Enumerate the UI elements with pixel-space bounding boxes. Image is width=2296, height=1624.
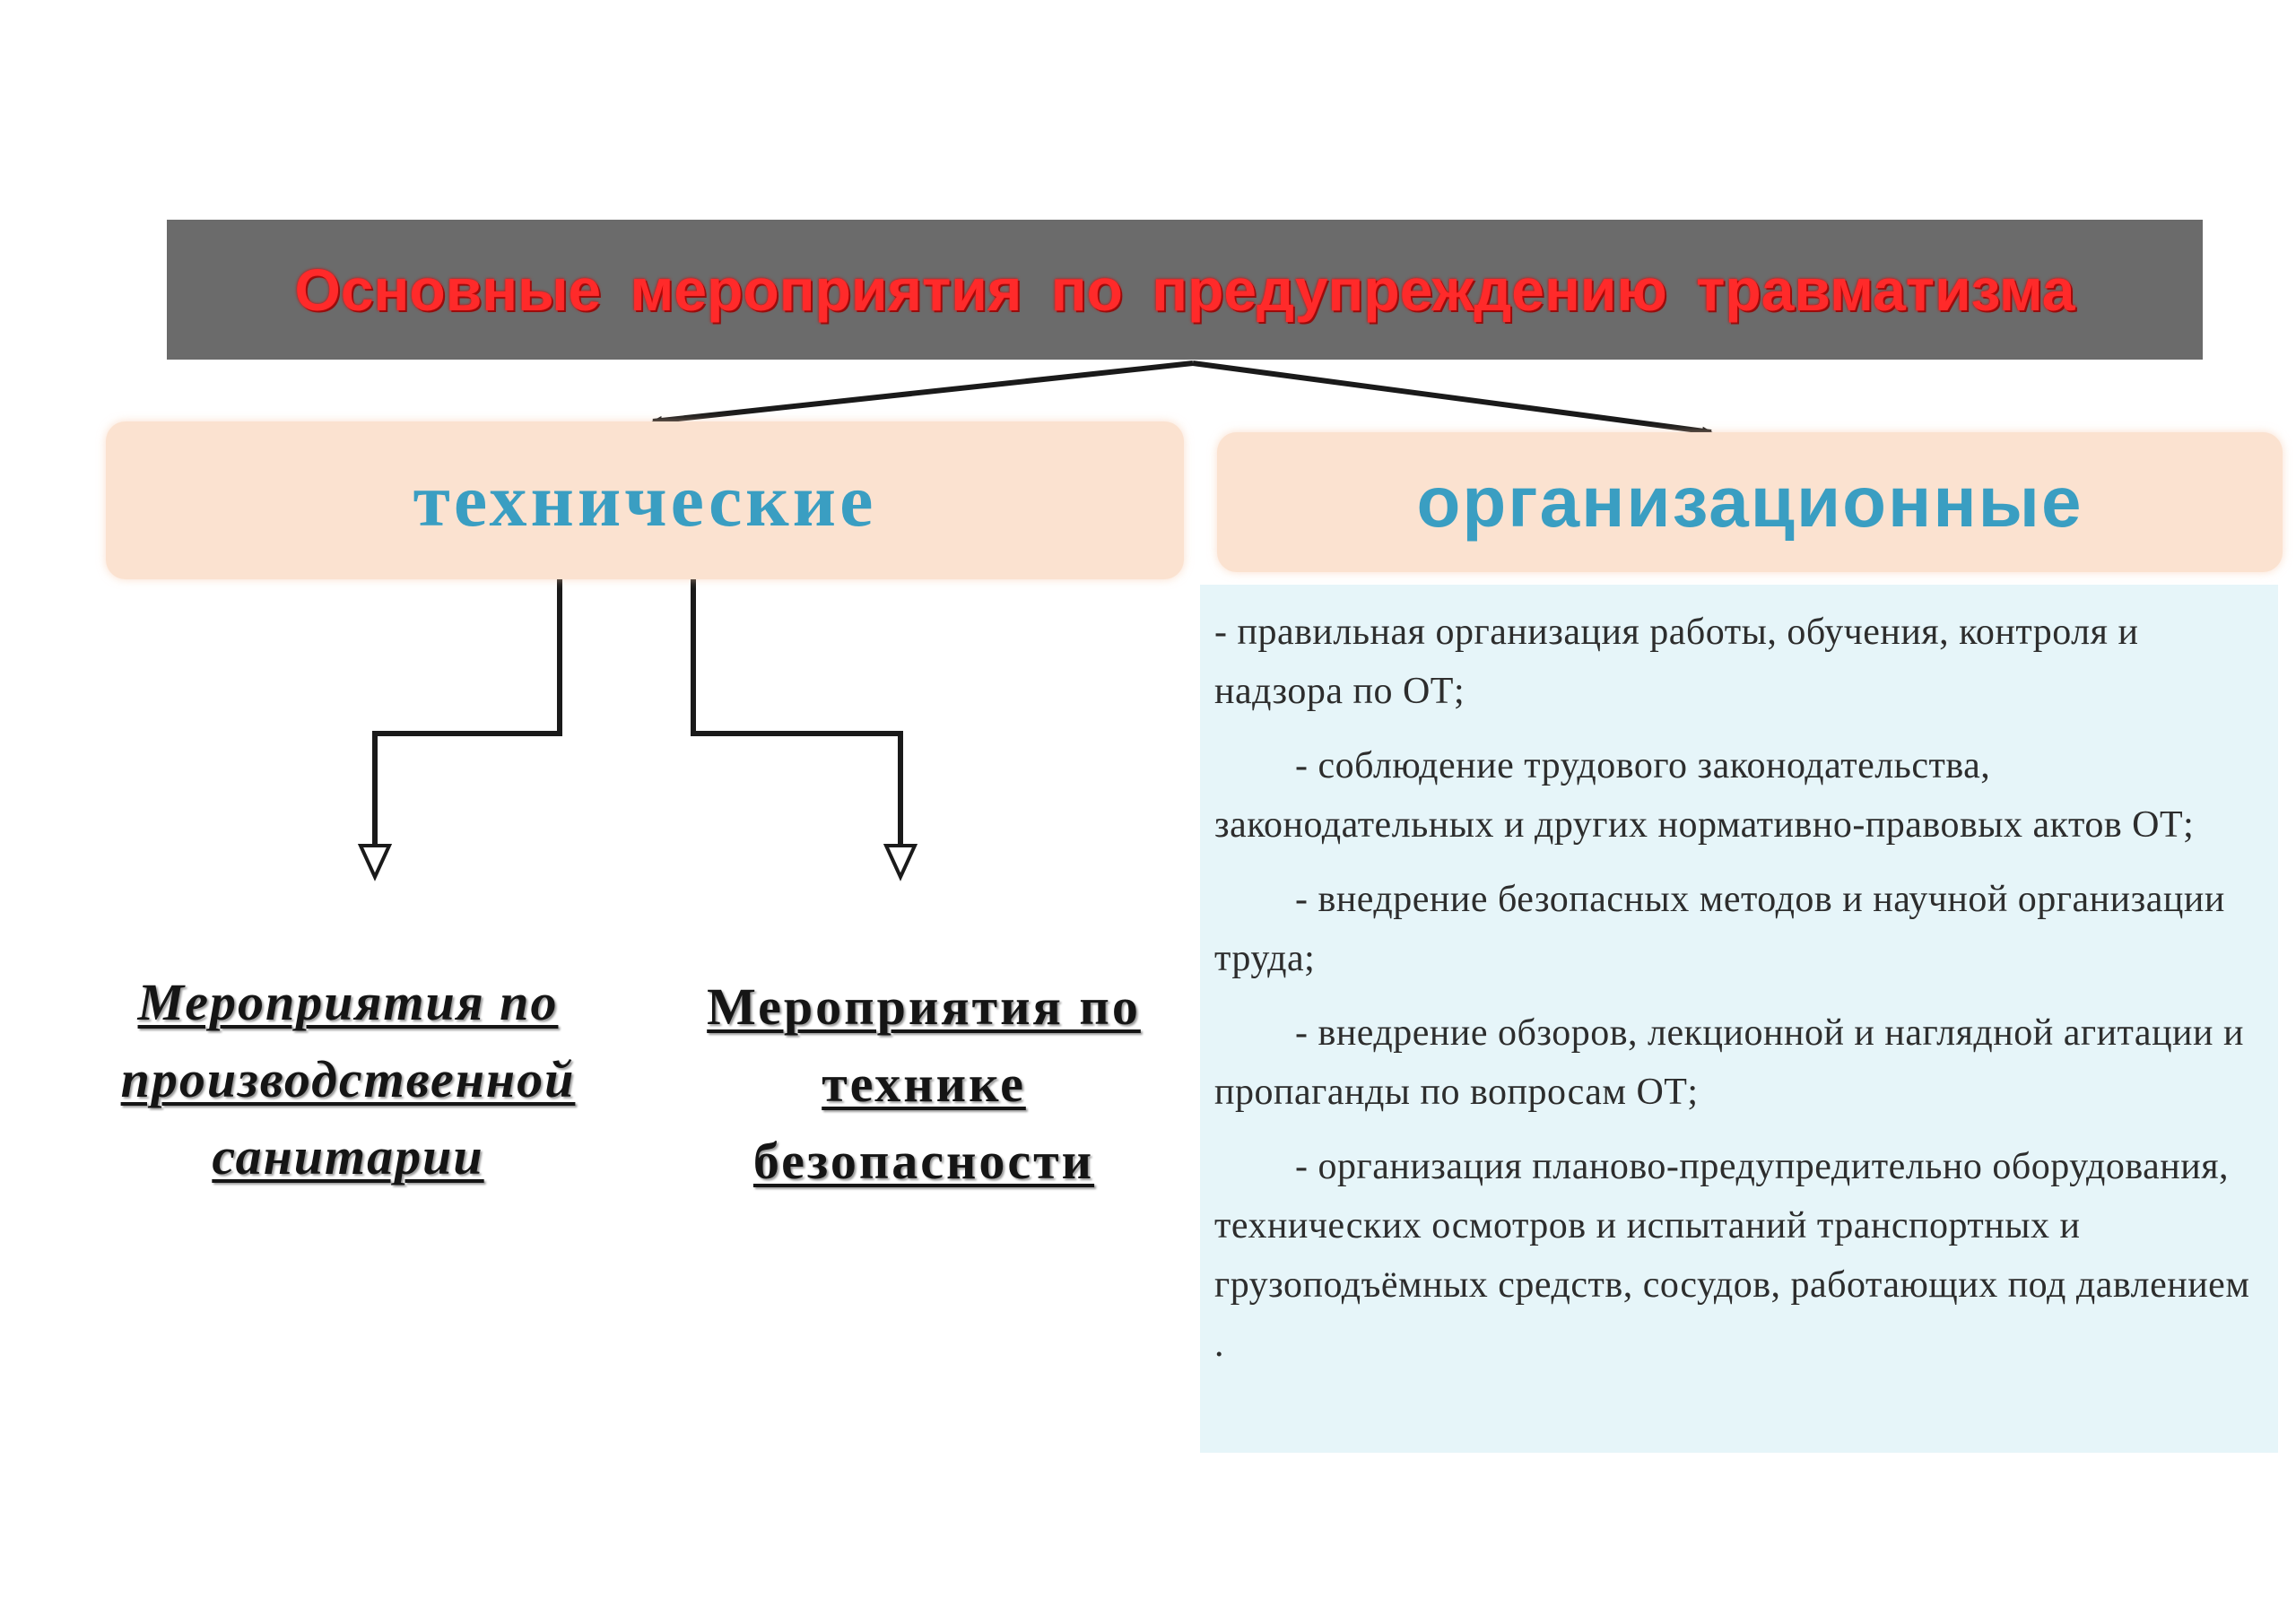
diagram-title: Основные мероприятия по предупреждению т… bbox=[294, 256, 2075, 323]
list-item: - соблюдение трудового законодательства,… bbox=[1214, 745, 2195, 846]
connector-to-safety bbox=[691, 579, 903, 852]
arrow-to-organizational bbox=[1192, 360, 1713, 436]
list-item: - правильная организация работы, обучени… bbox=[1214, 612, 2139, 712]
list-item: - внедрение безопасных методов и научной… bbox=[1214, 879, 2225, 979]
list-item: - организация планово-предупредительно о… bbox=[1214, 1146, 2250, 1365]
title-bar: Основные мероприятия по предупреждению т… bbox=[167, 220, 2203, 360]
category-technical: технические bbox=[106, 421, 1184, 579]
category-technical-label: технические bbox=[413, 458, 877, 543]
arrowhead-sanitation bbox=[357, 844, 393, 881]
measure-safety: Мероприятия по технике безопасности bbox=[707, 977, 1141, 1190]
list-item: - внедрение обзоров, лекционной и нагляд… bbox=[1214, 1012, 2244, 1113]
organizational-measures-panel: - правильная организация работы, обучени… bbox=[1200, 585, 2278, 1453]
category-organizational: организационные bbox=[1217, 432, 2283, 572]
measure-sanitation: Мероприятия по производственной санитари… bbox=[120, 973, 576, 1185]
arrowhead-safety bbox=[883, 844, 918, 881]
connector-to-sanitation bbox=[372, 579, 562, 852]
category-organizational-label: организационные bbox=[1416, 462, 2083, 542]
arrow-to-technical bbox=[651, 360, 1194, 425]
